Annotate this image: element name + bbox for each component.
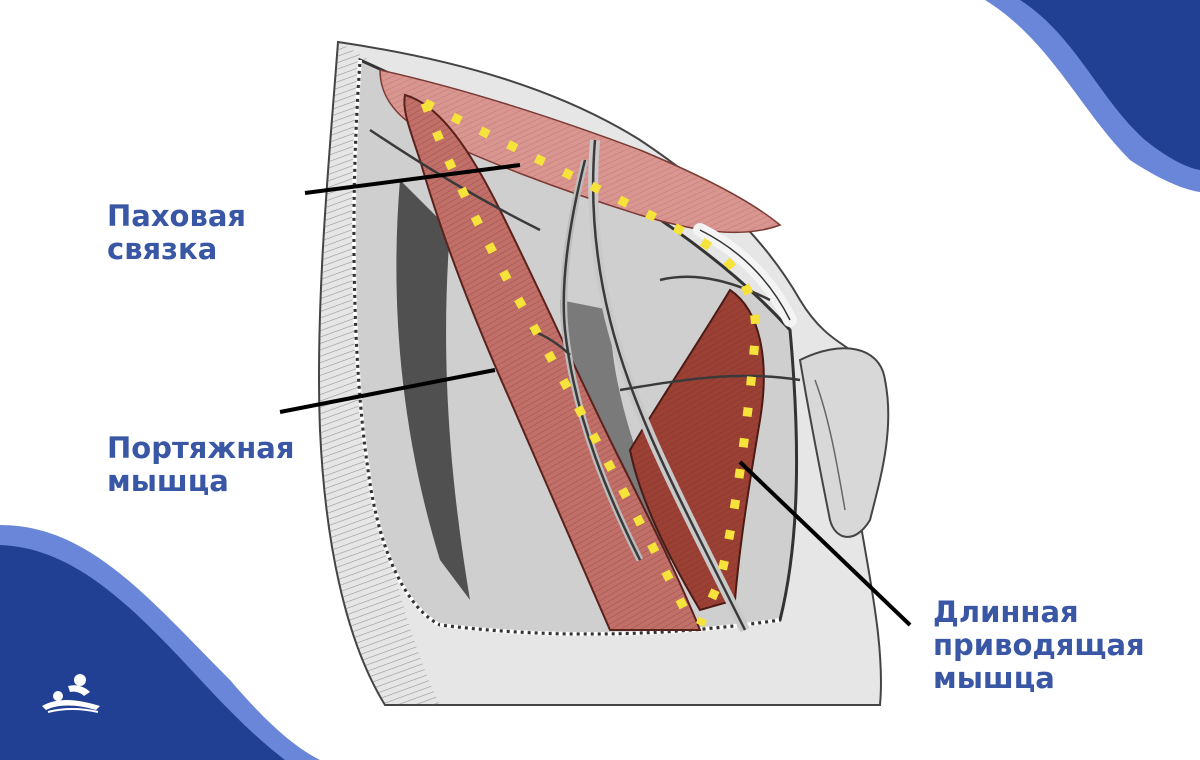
label-sartorius-muscle: Портяжная мышца	[107, 431, 295, 498]
label-inguinal-ligament: Паховая связка	[107, 199, 247, 266]
corner-wave-bottom-left	[0, 525, 320, 760]
femoral-triangle-outline	[420, 98, 761, 627]
femoral-vessels	[369, 128, 801, 633]
label-adductor-longus: Длинная приводящая мышца	[933, 595, 1145, 695]
leader-lines	[279, 163, 912, 627]
massage-logo-icon	[42, 674, 100, 713]
corner-wave-top-right	[985, 0, 1200, 192]
